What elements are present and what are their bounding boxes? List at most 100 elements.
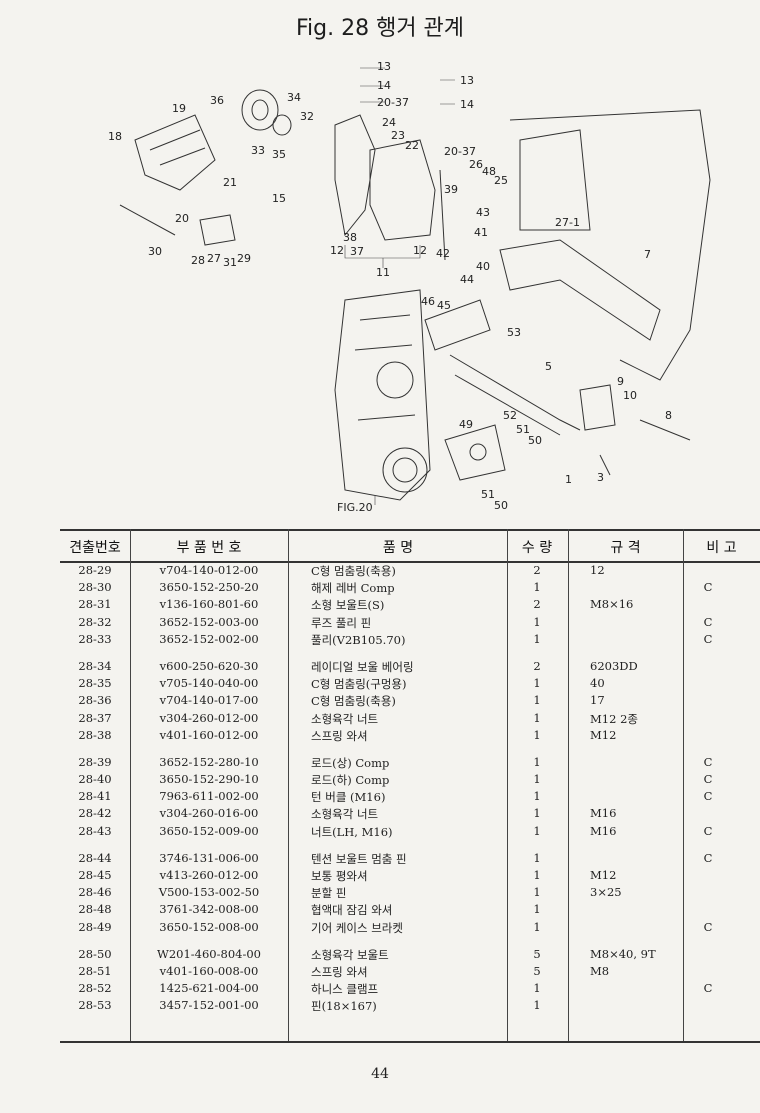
- bracket-part: [134, 114, 216, 191]
- callout: 49: [459, 418, 473, 431]
- callout: 22: [405, 139, 419, 152]
- column-divider: [683, 529, 684, 1041]
- callout: 48: [482, 165, 496, 178]
- header-no: 견출번호: [69, 540, 121, 556]
- row-number: 28-32: [78, 614, 112, 629]
- specification: M16: [590, 823, 617, 838]
- part-name: 스프링 와셔: [311, 964, 368, 979]
- quantity: 1: [533, 981, 541, 996]
- row-number: 28-41: [78, 789, 112, 804]
- specification: 6203DD: [590, 658, 638, 673]
- remark: C: [703, 789, 713, 804]
- callout: 8: [665, 409, 672, 422]
- callout: 23: [391, 129, 405, 142]
- part-callouts: 13 14 20-37 13 14 36 34 19 18 32 24 23 2…: [108, 60, 672, 514]
- remark: C: [703, 981, 713, 996]
- header-name: 품 명: [382, 540, 414, 556]
- row-number: 28-29: [78, 563, 112, 577]
- quantity: 1: [533, 998, 541, 1013]
- callout: 21: [223, 176, 237, 189]
- specification: M8×16: [590, 597, 634, 612]
- frame-part: [509, 109, 711, 381]
- table-bottom-rule: [60, 1041, 760, 1043]
- specification: 40: [590, 676, 605, 691]
- callout: 12: [330, 244, 344, 257]
- specification: M8: [590, 963, 610, 978]
- callout: 50: [494, 499, 508, 512]
- remark: C: [703, 823, 713, 838]
- quantity: 2: [533, 597, 541, 612]
- callout: 41: [474, 226, 488, 239]
- quantity: 1: [533, 806, 541, 821]
- part-name: 핀(18×167): [311, 999, 377, 1014]
- callout: 25: [494, 174, 508, 187]
- column-divider: [288, 529, 289, 1041]
- part-number: v704-140-012-00: [159, 563, 259, 577]
- callout: 20-37: [444, 145, 476, 158]
- callout: 36: [210, 94, 224, 107]
- row-number: 28-45: [78, 868, 112, 882]
- callout: 51: [516, 423, 530, 436]
- quantity: 2: [533, 563, 541, 577]
- part-number: v304-260-012-00: [159, 710, 259, 725]
- specification: M16: [590, 806, 617, 821]
- gear-case: [334, 289, 431, 501]
- remark: C: [703, 754, 713, 769]
- row-number: 28-35: [78, 676, 112, 691]
- row-number: 28-39: [78, 754, 112, 769]
- part-name: 보통 평와셔: [311, 869, 368, 883]
- shaft-part: [424, 299, 491, 351]
- callout: 42: [436, 247, 450, 260]
- part-number: v401-160-012-00: [159, 727, 259, 742]
- quantity: 5: [533, 963, 541, 978]
- callout: 38: [343, 231, 357, 244]
- callout: 45: [437, 299, 451, 312]
- specification: M8×40, 9T: [590, 946, 656, 961]
- callout: 28: [191, 254, 205, 267]
- part-number: 7963-611-002-00: [159, 789, 259, 804]
- callout: 20: [175, 212, 189, 225]
- quantity: 1: [533, 710, 541, 725]
- callout: 39: [444, 183, 458, 196]
- callout: 19: [172, 102, 186, 115]
- row-number: 28-48: [78, 902, 112, 917]
- callout: 30: [148, 245, 162, 258]
- part-name: C형 멈춤링(축용): [311, 694, 396, 709]
- part-name: 소형 보울트(S): [311, 598, 385, 613]
- figure-reference: FIG.20: [337, 501, 373, 514]
- header-qty: 수 량: [521, 540, 553, 556]
- specification: 12: [590, 563, 605, 577]
- part-name: 스프링 와셔: [311, 728, 368, 743]
- part-name: 소형육각 너트: [311, 711, 379, 726]
- row-number: 28-52: [78, 981, 112, 996]
- callout: 3: [597, 471, 604, 484]
- callout: 34: [287, 91, 301, 104]
- gear-case-bracket: [444, 424, 506, 481]
- quantity: 1: [533, 580, 541, 595]
- callout: 12: [413, 244, 427, 257]
- row-number: 28-50: [78, 946, 112, 961]
- callout: 50: [528, 434, 542, 447]
- part-name: C형 멈춤링(구멍용): [311, 677, 407, 692]
- row-number: 28-34: [78, 658, 112, 673]
- header-part-number: 부 품 번 호: [176, 540, 242, 556]
- callout: 18: [108, 130, 122, 143]
- part-name: 소형육각 너트: [311, 807, 379, 822]
- part-number: v136-160-801-60: [159, 597, 259, 612]
- part-number: v304-260-016-00: [159, 806, 259, 821]
- callout: 15: [272, 192, 286, 205]
- remark: C: [703, 850, 713, 865]
- specification: 3×25: [590, 885, 622, 900]
- quantity: 1: [533, 631, 541, 646]
- callout: 1: [565, 473, 572, 486]
